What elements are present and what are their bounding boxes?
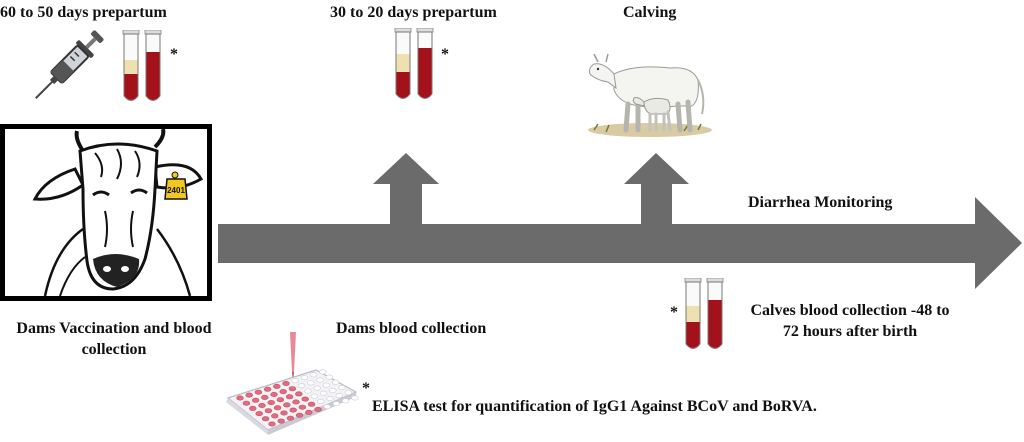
elisa-well xyxy=(332,401,341,407)
elisa-well xyxy=(319,369,327,375)
elisa-wells xyxy=(236,369,359,427)
elisa-well xyxy=(319,390,328,396)
elisa-well xyxy=(242,400,251,406)
elisa-well xyxy=(283,402,291,408)
asterisk-calves: * xyxy=(670,304,678,321)
elisa-well xyxy=(335,393,343,399)
elisa-well xyxy=(344,390,353,396)
elisa-well xyxy=(325,374,333,380)
elisa-well xyxy=(331,379,340,385)
asterisk-stage2: * xyxy=(441,46,449,63)
tube-serum xyxy=(122,30,140,101)
elisa-well xyxy=(267,400,275,406)
elisa-well xyxy=(288,386,297,392)
elisa-well xyxy=(326,396,334,402)
elisa-plate-illustration xyxy=(226,332,359,435)
elisa-well xyxy=(295,412,304,418)
elisa-well xyxy=(276,397,285,403)
elisa-well xyxy=(236,395,244,401)
tube-serum xyxy=(394,28,412,99)
elisa-well xyxy=(304,388,312,394)
dams-vaccination-line2: collection xyxy=(81,341,147,358)
elisa-well xyxy=(295,391,303,397)
calves-line1: Calves blood collection -48 to xyxy=(750,302,950,319)
elisa-well xyxy=(297,383,306,389)
dams-vaccination-line1: Dams Vaccination and blood xyxy=(16,320,212,337)
stage2-title: 30 to 20 days prepartum xyxy=(330,4,497,21)
elisa-well xyxy=(317,398,325,404)
dams-blood-collection-label: Dams blood collection xyxy=(336,320,487,337)
elisa-well xyxy=(323,404,331,410)
elisa-well xyxy=(251,397,260,403)
elisa-well xyxy=(338,384,346,390)
elisa-well xyxy=(292,399,300,405)
ear-tag: 2401 xyxy=(164,171,188,200)
elisa-well xyxy=(286,415,295,421)
tube-blood xyxy=(416,28,434,99)
elisa-well xyxy=(279,389,287,395)
elisa-well xyxy=(258,403,266,409)
tube-blood xyxy=(144,30,162,101)
elisa-well xyxy=(310,393,319,399)
blood-tubes-stage1 xyxy=(122,30,162,101)
elisa-well xyxy=(307,401,316,407)
blood-tubes-calves xyxy=(684,278,724,349)
dam-cow-frame: 2401 xyxy=(0,124,212,301)
elisa-well xyxy=(316,377,324,383)
elisa-well xyxy=(305,409,313,415)
elisa-well xyxy=(300,375,309,381)
elisa-well xyxy=(273,405,282,411)
elisa-well xyxy=(268,421,276,427)
asterisk-stage1: * xyxy=(170,46,178,63)
elisa-well xyxy=(273,383,281,389)
calving-cow-illustration xyxy=(588,53,712,137)
elisa-well xyxy=(301,396,309,402)
elisa-well xyxy=(309,372,318,378)
calves-blood-collection-label: Calves blood collection -48 to 72 hours … xyxy=(728,300,972,342)
elisa-well xyxy=(280,410,288,416)
elisa-well xyxy=(261,394,269,400)
elisa-well xyxy=(313,385,321,391)
elisa-well xyxy=(322,382,331,388)
elisa-well xyxy=(298,404,307,410)
diarrhea-monitoring-label: Diarrhea Monitoring xyxy=(748,194,893,211)
ear-tag-number: 2401 xyxy=(167,186,185,195)
elisa-well xyxy=(282,380,290,386)
elisa-well xyxy=(249,405,257,411)
elisa-well xyxy=(254,389,263,395)
tube-blood xyxy=(706,278,724,349)
elisa-well xyxy=(307,380,315,386)
elisa-well xyxy=(261,416,270,422)
elisa-well xyxy=(351,395,359,401)
stage1-title: 60 to 50 days prepartum xyxy=(0,4,167,21)
elisa-well xyxy=(245,392,253,398)
elisa-well xyxy=(270,391,278,397)
elisa-well xyxy=(264,408,273,414)
up-arrow-calving xyxy=(624,153,689,224)
syringe-icon xyxy=(35,30,104,99)
blood-tubes-stage2 xyxy=(394,28,434,99)
dams-vaccination-label: Dams Vaccination and blood collection xyxy=(0,318,228,360)
up-arrow-dams-collection xyxy=(373,153,439,224)
asterisk-elisa: * xyxy=(362,380,370,397)
elisa-well xyxy=(291,378,299,384)
elisa-well xyxy=(329,387,337,393)
cow-head-illustration: 2401 xyxy=(32,129,204,296)
elisa-well xyxy=(277,418,285,424)
elisa-well xyxy=(314,407,322,413)
tube-serum xyxy=(684,278,702,349)
elisa-well xyxy=(255,411,263,417)
timeline-arrow xyxy=(218,197,1022,289)
elisa-well xyxy=(263,386,272,392)
elisa-well xyxy=(271,413,279,419)
elisa-well xyxy=(341,398,350,404)
stage3-title: Calving xyxy=(623,4,677,21)
elisa-label: ELISA test for quantification of IgG1 Ag… xyxy=(372,398,817,415)
elisa-well xyxy=(289,407,297,413)
elisa-well xyxy=(285,394,294,400)
calves-line2: 72 hours after birth xyxy=(782,323,918,340)
